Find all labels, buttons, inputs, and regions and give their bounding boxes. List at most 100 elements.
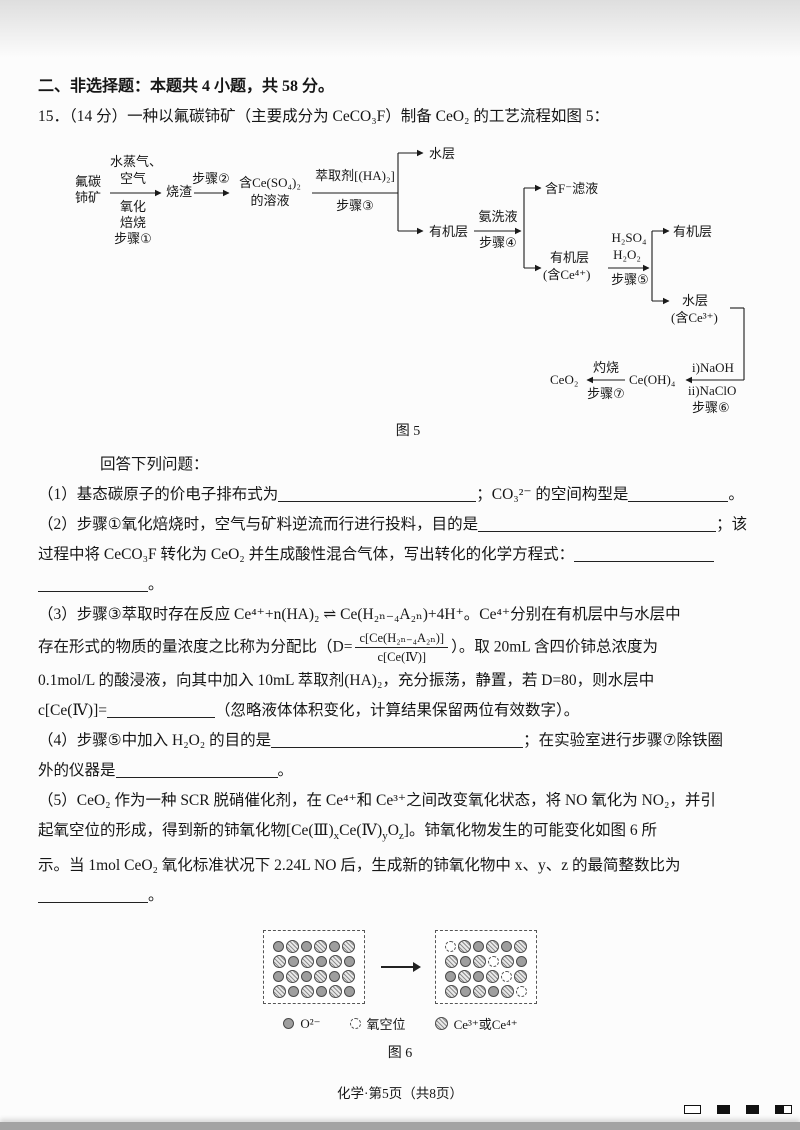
oxygen-vacancy-icon (516, 985, 527, 997)
print-mark-icon (684, 1105, 701, 1114)
print-registration-marks (684, 1105, 792, 1114)
cerium-ion-icon (486, 969, 499, 983)
flow-label-ammonia-wash: 氨洗液 (478, 209, 518, 224)
answer-blank (271, 731, 524, 748)
cerium-ion-icon (501, 984, 514, 998)
subscript-z: z (398, 829, 404, 842)
oxide-ion-icon (344, 955, 355, 967)
flow-node-organic-ce4: 有机层 (550, 250, 590, 265)
cerium-ion-icon (314, 939, 327, 953)
oxide-ion-icon (288, 985, 299, 997)
legend-label: O²⁻ (300, 1015, 321, 1031)
flow-node-ce-solution: 含Ce(SO₄)₂ (239, 175, 301, 190)
cerium-ion-icon (458, 939, 471, 953)
oxide-ion-icon (329, 940, 340, 952)
cerium-ion-icon (486, 939, 499, 953)
flow-label-extractant: 萃取剂[(HA)₂] (315, 168, 395, 183)
lattice-before (263, 930, 365, 1004)
oxide-ion-icon (316, 955, 327, 967)
cerium-ion-icon (273, 984, 286, 998)
cerium-ion-icon (445, 954, 458, 968)
fraction-denominator: c[Ce(Ⅳ)] (377, 650, 427, 665)
flow-arrows (110, 149, 745, 384)
page-footer: 化学·第5页（共8页） (337, 1086, 463, 1101)
flow-label-step1: 步骤① (114, 231, 152, 246)
transform-arrow-icon (381, 962, 421, 972)
flow-node-fluoride-filtrate: 含F⁻滤液 (545, 181, 599, 196)
cerium-ion-icon (514, 969, 527, 983)
flow-node-ore: 铈矿 (74, 190, 102, 205)
oxide-ion-icon (301, 970, 312, 982)
answer-blank (38, 575, 148, 592)
flow-label-air: 空气 (119, 171, 147, 186)
flow-node-ore: 氟碳 (74, 174, 102, 189)
answer-blank (574, 545, 715, 562)
question-line: （3）步骤③萃取时存在反应 Ce⁴⁺+n(HA)₂ ⇌ Ce(H₂ₙ₋₄A₂ₙ)… (38, 600, 766, 630)
section-header: 二、非选择题：本题共 4 小题，共 58 分。 (38, 78, 335, 95)
flow-node-organic-layer: 有机层 (429, 224, 469, 239)
flow-label-step3: 步骤③ (336, 198, 374, 213)
question-text: ]。铈氧化物发生的可能变化如图 6 所 (403, 821, 657, 839)
cerium-ion-icon (329, 954, 342, 968)
cerium-ion-icon (286, 969, 299, 983)
oxide-ion-icon (445, 970, 456, 982)
oxide-ion-icon (488, 985, 499, 997)
oxide-ion-icon (316, 985, 327, 997)
flow-label-step2: 步骤② (192, 171, 230, 186)
flow-node-water-layer: 水层 (429, 146, 456, 161)
flow-label-step5: 步骤⑤ (611, 272, 649, 287)
question-text: 0.1mol/L 的酸浸液，向其中加入 10mL 萃取剂(HA)₂，充分振荡，静… (38, 671, 655, 689)
flow-label-step7: 步骤⑦ (587, 386, 625, 401)
lattice-diagrams (0, 930, 800, 1004)
cerium-ion-icon (445, 984, 458, 998)
print-mark-icon (746, 1105, 759, 1114)
oxygen-vacancy-icon (445, 940, 456, 952)
question-text: ）。取 20mL 含四价铈总浓度为 (451, 638, 659, 656)
question-line: 示。当 1mol CeO₂ 氧化标准状况下 2.24L NO 后，生成新的铈氧化… (38, 851, 766, 881)
oxygen-vacancy-icon (349, 1018, 361, 1029)
lattice-after (435, 930, 537, 1004)
question-text: c[Ce(Ⅳ)]= (38, 701, 107, 719)
cerium-ion-icon (434, 1017, 448, 1030)
legend-item: 氧空位 (349, 1014, 406, 1033)
question-text: （5）CeO₂ 作为一种 SCR 脱硝催化剂，在 Ce⁴⁺和 Ce³⁺之间改变氧… (38, 791, 716, 809)
question-text: ；在实验室进行步骤⑦除铁圈 (523, 731, 723, 749)
answer-blank (106, 701, 215, 718)
oxygen-vacancy-icon (488, 955, 499, 967)
question-line: （1）基态碳原子的价电子排布式为；CO₃²⁻ 的空间构型是。 (38, 480, 766, 510)
question-text: O (387, 821, 399, 839)
cerium-ion-icon (473, 954, 486, 968)
figure-5-caption: 图 5 (395, 424, 421, 439)
print-mark-icon (717, 1105, 730, 1114)
question-text: （1）基态碳原子的价电子排布式为 (38, 486, 279, 503)
cerium-ion-icon (286, 939, 299, 953)
oxide-ion-icon (473, 940, 484, 952)
question-line: 。 (38, 570, 766, 600)
flow-label-roast: 氧化 (119, 199, 147, 214)
oxide-ion-icon (473, 970, 484, 982)
answer-blank (115, 761, 278, 778)
answer-blank (278, 485, 477, 502)
figure-6-caption: 图 6 (387, 1046, 413, 1061)
flow-label-h2so4: H₂SO₄ (611, 230, 647, 245)
flow-label-step6: 步骤⑥ (692, 400, 730, 415)
question-text: （2）步骤①氧化焙烧时，空气与矿料逆流而行进行投料，目的是 (38, 516, 479, 533)
flow-label-step4: 步骤④ (479, 235, 517, 250)
flow-label-naclo: ii)NaClO (688, 383, 737, 398)
question-text: 。 (148, 576, 164, 593)
scan-artifact-bottom (0, 1122, 800, 1130)
flow-node-water-ce3: 水层 (682, 293, 709, 308)
question-line: （2）步骤①氧化焙烧时，空气与矿料逆流而行进行投料，目的是；该 (38, 510, 766, 540)
answer-blank (628, 485, 729, 502)
question-text: 过程中将 CeCO₃F 转化为 CeO₂ 并生成酸性混合气体，写出转化的化学方程… (38, 546, 575, 563)
flow-label-naoh: i)NaOH (692, 360, 734, 375)
answer-blank (478, 515, 717, 532)
oxide-ion-icon (273, 940, 284, 952)
question-line: 0.1mol/L 的酸浸液，向其中加入 10mL 萃取剂(HA)₂，充分振荡，静… (38, 666, 766, 696)
flow-node-ceoh4: Ce(OH)₄ (629, 372, 676, 387)
question-text: Ce(Ⅳ) (339, 821, 383, 839)
oxide-ion-icon (329, 970, 340, 982)
question-text: 示。当 1mol CeO₂ 氧化标准状况下 2.24L NO 后，生成新的铈氧化… (38, 856, 681, 874)
flow-node-ceo2: CeO₂ (550, 372, 579, 387)
figure-6: O²⁻ 氧空位 Ce³⁺或Ce⁴⁺ 图 6 (0, 930, 800, 1062)
